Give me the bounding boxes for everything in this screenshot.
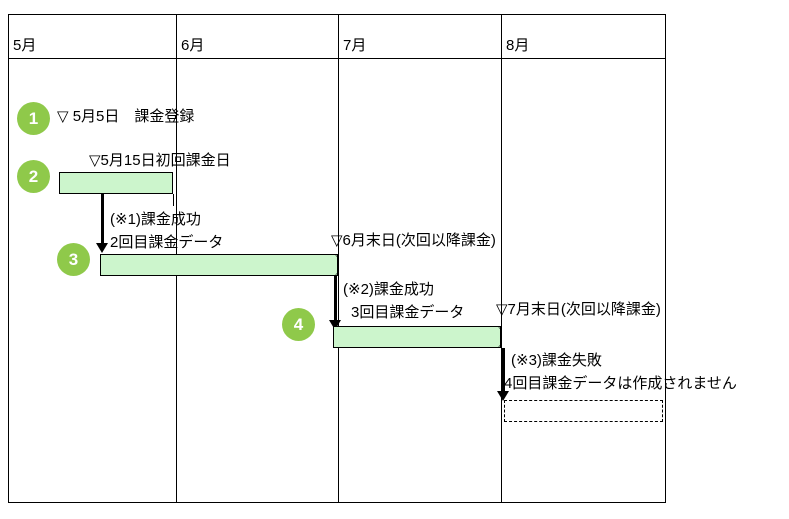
gantt-bar-second-billing[interactable] [100, 254, 338, 276]
label-july-end: ▽7月末日(次回以降課金) [496, 301, 661, 318]
month-header-july: 7月 [343, 37, 367, 54]
gantt-bar-second-billing-cap [332, 254, 339, 276]
timeline-header-rule [8, 58, 666, 59]
label-data-4-not-created: 4回目課金データは作成されません [504, 375, 737, 392]
label-note-3: (※3)課金失敗 [511, 352, 602, 369]
tick-bar2-end [173, 194, 174, 206]
label-note-2: (※2)課金成功 [343, 281, 434, 298]
label-note-1: (※1)課金成功 [110, 211, 201, 228]
label-data-2: 2回目課金データ [110, 234, 224, 251]
column-divider-august [501, 14, 502, 503]
label-june-end: ▽6月末日(次回以降課金) [331, 232, 496, 249]
timeline-grid-frame [8, 14, 666, 503]
month-header-august: 8月 [506, 37, 530, 54]
milestone-badge-1[interactable]: 1 [17, 102, 50, 135]
gantt-bar-third-billing-cap [495, 326, 502, 348]
milestone-badge-4[interactable]: 4 [282, 308, 315, 341]
milestone-badge-2[interactable]: 2 [17, 160, 50, 193]
gantt-bar-first-billing[interactable] [59, 172, 173, 194]
label-data-3: 3回目課金データ [351, 304, 465, 321]
month-header-june: 6月 [181, 37, 205, 54]
arrow-shaft-3 [502, 348, 505, 393]
arrow-head-2 [329, 320, 341, 330]
gantt-bar-fourth-billing-placeholder [504, 400, 663, 422]
label-first-billing: ▽5月15日初回課金日 [89, 152, 231, 169]
gantt-bar-third-billing[interactable] [333, 326, 501, 348]
arrow-shaft-2 [334, 276, 337, 322]
arrow-head-1 [96, 243, 108, 253]
month-header-may: 5月 [13, 37, 37, 54]
arrow-shaft-1 [101, 194, 104, 245]
arrow-head-3 [497, 391, 509, 401]
milestone-badge-3[interactable]: 3 [57, 243, 90, 276]
label-registration: ▽ 5月5日 課金登録 [57, 108, 195, 125]
